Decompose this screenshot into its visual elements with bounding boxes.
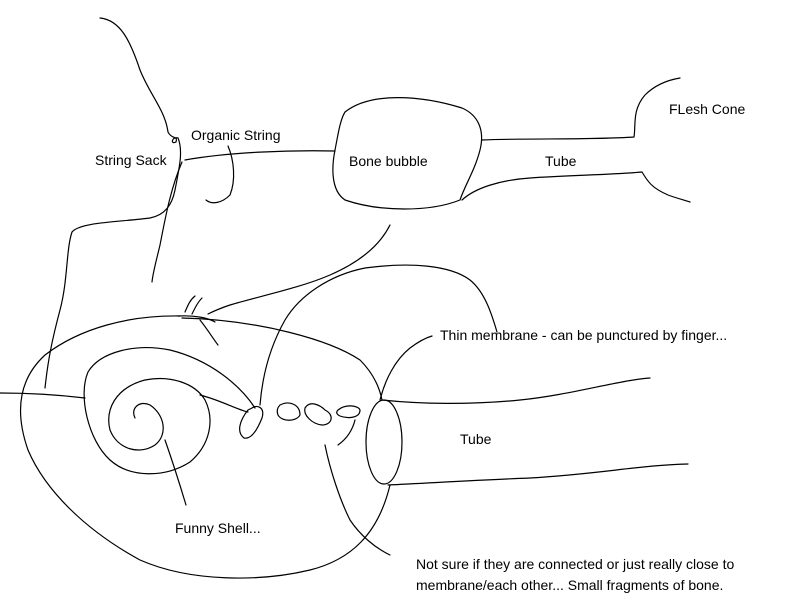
tube-bottom-upper	[381, 377, 651, 404]
fragments-leader	[324, 444, 391, 556]
label-fragments-note-line2: membrane/each other... Small fragments o…	[416, 577, 724, 593]
label-flesh-cone: FLesh Cone	[669, 101, 746, 117]
organic-string-leader	[205, 145, 235, 204]
inner-spiral	[83, 347, 256, 475]
fragments-leader-right	[337, 419, 356, 446]
label-funny-shell: Funny Shell...	[175, 520, 261, 536]
shell-outline	[20, 315, 391, 579]
label-organic-string: Organic String	[191, 127, 281, 143]
shell-tip-leader	[259, 264, 498, 406]
label-fragments-note-line1: Not sure if they are connected or just r…	[416, 556, 735, 572]
bone-fragment	[304, 403, 332, 426]
bone-bubble	[332, 97, 483, 210]
thin-membrane	[365, 399, 403, 485]
string-line	[44, 17, 182, 389]
left-line	[0, 392, 86, 399]
string-branch	[151, 161, 183, 283]
label-tube-bottom: Tube	[460, 431, 492, 447]
shell-top-arc	[181, 317, 383, 401]
bubble-connector	[207, 224, 391, 315]
shell-tip	[239, 405, 264, 439]
string-tufts	[177, 295, 219, 346]
tube-top-lower	[461, 171, 691, 203]
tube-bottom-lower	[387, 463, 689, 486]
funny-shell-leader	[164, 439, 187, 506]
label-string-sack: String Sack	[95, 152, 167, 168]
label-bone-bubble: Bone bubble	[349, 153, 428, 169]
membrane-leader	[379, 335, 433, 401]
label-thin-membrane: Thin membrane - can be punctured by fing…	[440, 327, 728, 343]
tube-top-upper	[481, 77, 681, 141]
bone-fragment	[276, 402, 301, 421]
organic-string	[184, 150, 336, 161]
bone-fragment	[336, 405, 361, 419]
inner-spiral-tail	[199, 394, 249, 413]
label-tube-top: Tube	[545, 153, 577, 169]
